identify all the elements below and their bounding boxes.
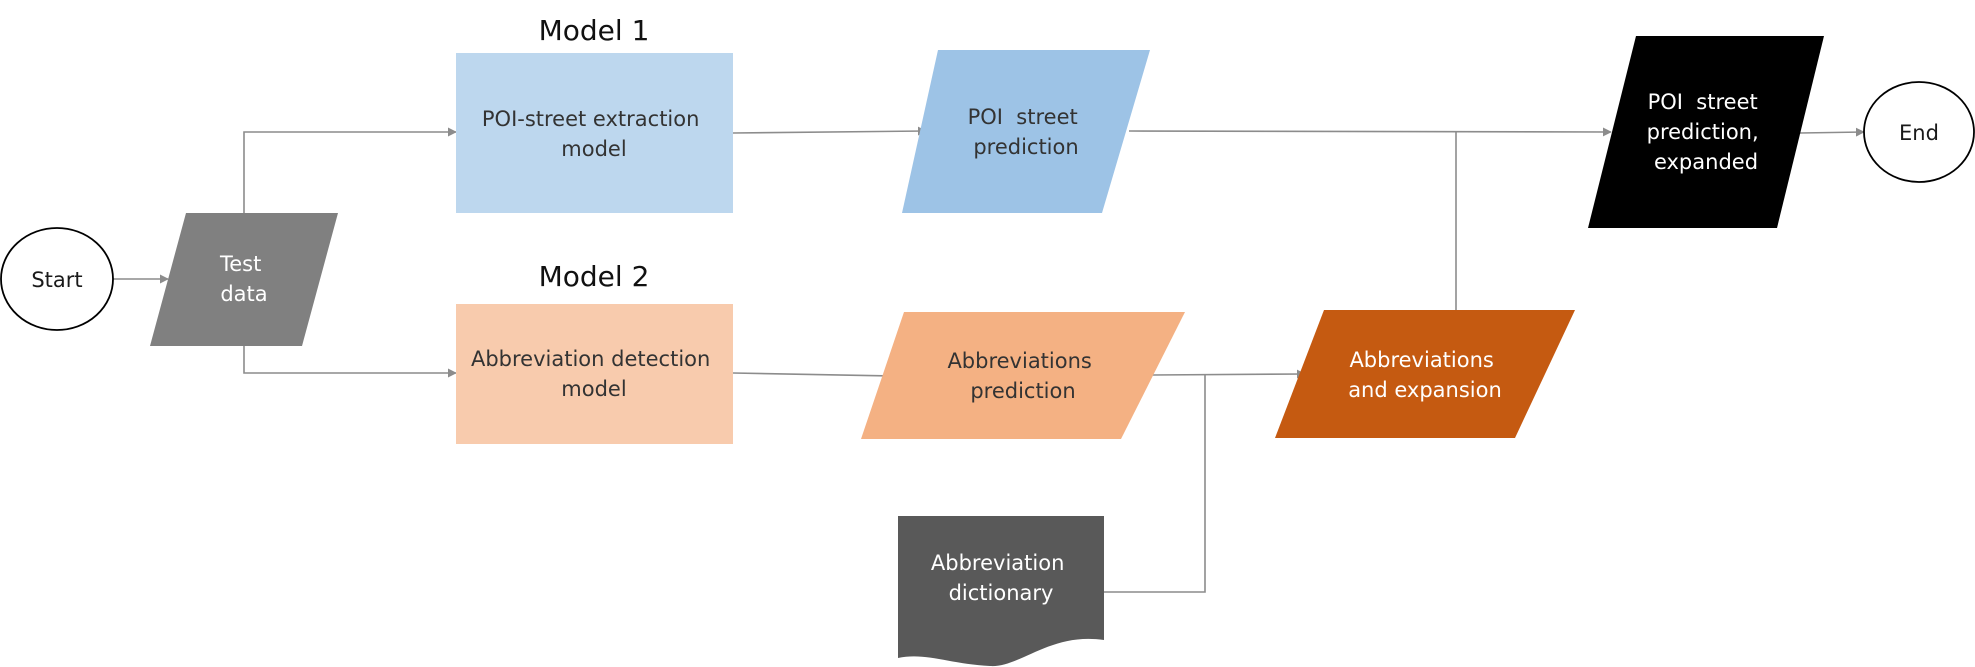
test-data-label-line: Test [219,252,261,276]
abbreviations-prediction-label-line: prediction [970,379,1075,403]
model-2-title: Model 2 [539,260,650,293]
abbreviation-detection-model-shape [456,304,733,444]
abbreviations-and-expansion-label-line: Abbreviations [1349,348,1493,372]
abbreviation-detection-model-node: Abbreviation detection model [456,304,733,444]
poi-street-prediction-shape [902,50,1150,213]
poi-street-prediction-expanded-label-line: prediction, [1647,120,1759,144]
test-data-node: Test data [150,213,338,346]
poi-street-extraction-model-label-line: model [561,137,626,161]
poi-street-prediction-expanded-shape [1588,36,1824,228]
edge-poi-model-to-poi-prediction [732,126,927,136]
edge-abbr-model-to-abbr-prediction [732,371,894,381]
edge-abbr-dictionary-to-abbr-expansion [1104,375,1206,593]
start-node-label: Start [31,268,82,292]
poi-street-prediction-label: POI street prediction [968,105,1085,159]
start-node: Start [0,227,114,331]
test-data-shape [150,213,338,346]
poi-street-prediction-node: POI street prediction [902,50,1150,213]
poi-street-prediction-label-line: POI street [968,105,1078,129]
edges [113,126,1865,593]
end-node-label: End [1899,121,1939,145]
edge-poi-expanded-to-end [1799,127,1865,137]
abbreviations-prediction-shape [861,312,1185,439]
abbreviations-and-expansion-shape [1275,310,1575,438]
edge-test-data-to-abbr-model [243,346,457,378]
edge-poi-prediction-to-poi-expanded [1128,127,1612,137]
abbreviation-dictionary-node: Abbreviation dictionary [898,516,1104,667]
poi-street-prediction-label-line: prediction [973,135,1078,159]
poi-street-prediction-expanded-label-line: POI street [1648,90,1758,114]
abbreviations-prediction-label: Abbreviations prediction [947,349,1098,403]
test-data-label-line: data [220,282,267,306]
abbreviations-prediction-node: Abbreviations prediction [861,312,1185,439]
poi-street-prediction-expanded-label-line: expanded [1654,150,1758,174]
poi-street-extraction-model-label-line: POI-street extraction [482,107,700,131]
end-node-shape [1863,81,1975,183]
abbreviation-detection-model-label: Abbreviation detection model [471,347,717,401]
poi-street-extraction-model-label: POI-street extraction model [482,107,706,161]
test-data-label: Test data [219,252,268,306]
edge-abbr-prediction-to-abbr-expansion [1151,369,1306,379]
poi-street-extraction-model-shape [456,53,733,213]
start-node-shape [0,227,114,331]
abbreviation-dictionary-shape [898,516,1104,667]
abbreviation-dictionary-label: Abbreviation dictionary [931,551,1071,605]
abbreviations-and-expansion-label: Abbreviations and expansion [1348,348,1502,402]
poi-street-prediction-expanded-node: POI street prediction, expanded [1588,36,1824,228]
abbreviations-and-expansion-label-line: and expansion [1348,378,1502,402]
abbreviation-detection-model-label-line: Abbreviation detection [471,347,710,371]
end-node: End [1863,81,1975,183]
abbreviation-detection-model-label-line: model [561,377,626,401]
model-1-title: Model 1 [539,14,650,47]
abbreviation-dictionary-label-line: dictionary [949,581,1054,605]
poi-street-extraction-model-node: POI-street extraction model [456,53,733,213]
abbreviations-prediction-label-line: Abbreviations [947,349,1091,373]
poi-street-prediction-expanded-label: POI street prediction, expanded [1647,90,1766,174]
edge-test-data-to-poi-model [243,127,457,213]
abbreviations-and-expansion-node: Abbreviations and expansion [1275,310,1575,438]
abbreviation-dictionary-label-line: Abbreviation [931,551,1064,575]
